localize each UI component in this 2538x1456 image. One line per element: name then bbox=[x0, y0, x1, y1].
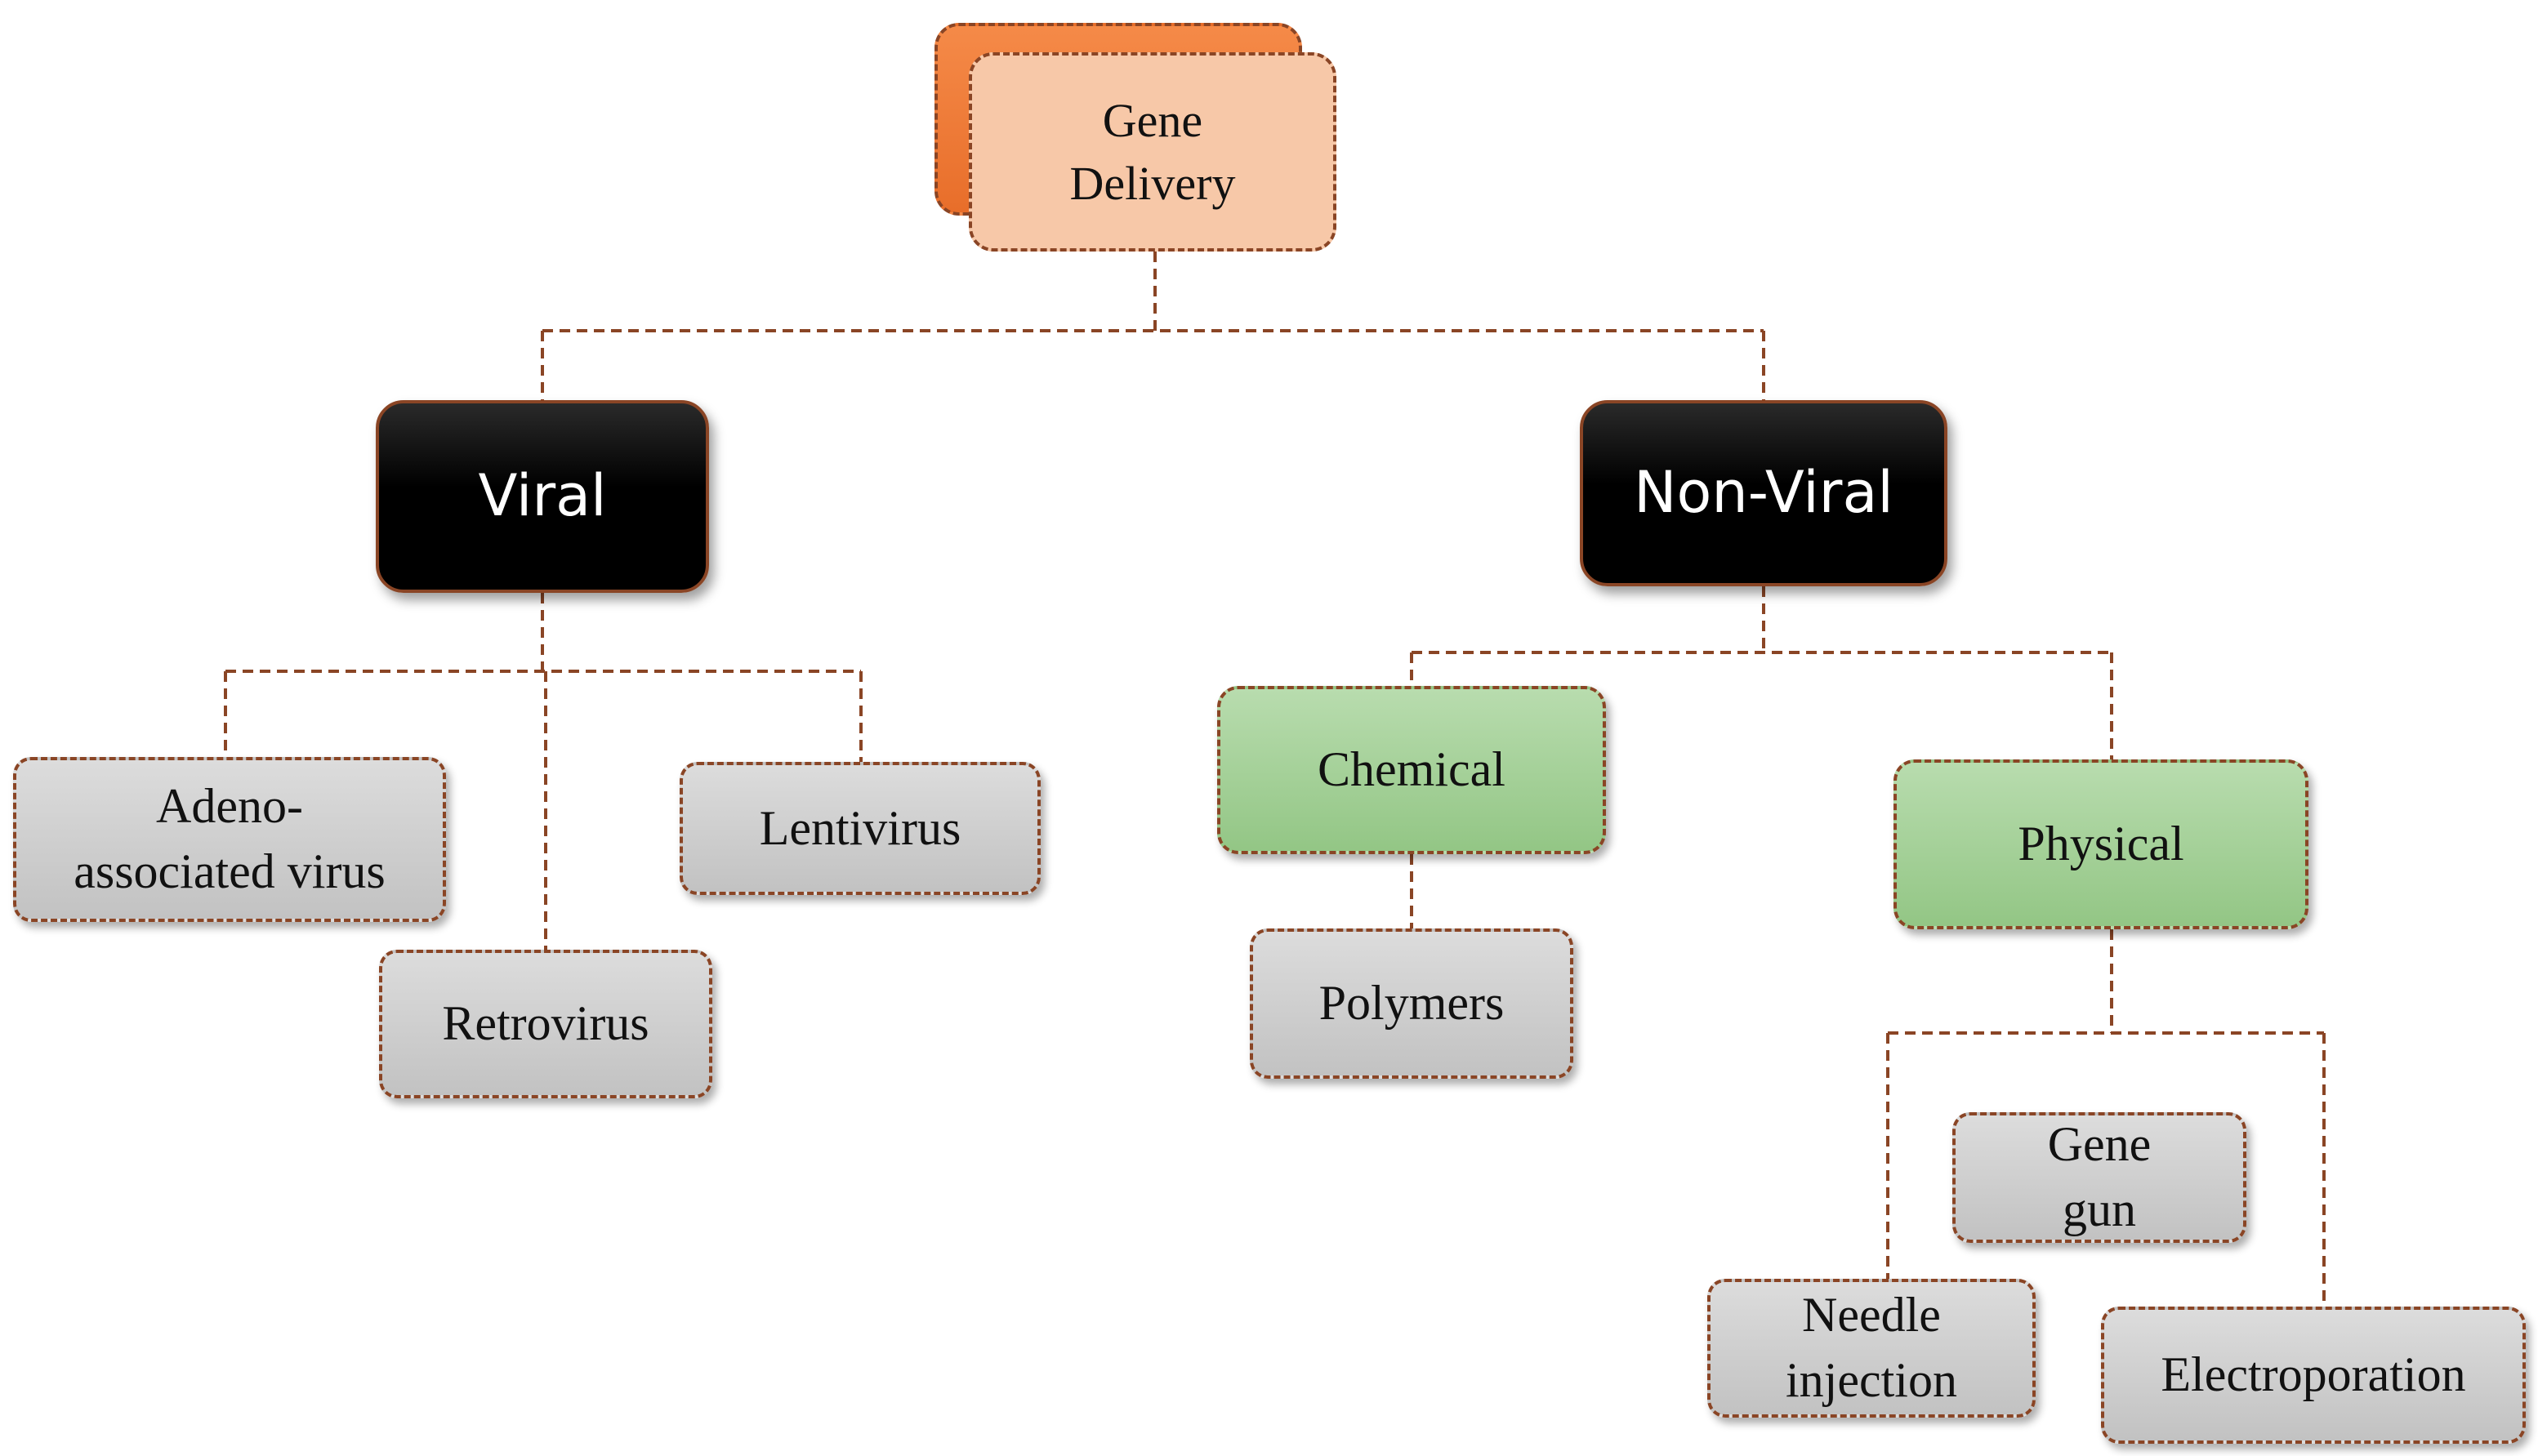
lentivirus-node: Lentivirus bbox=[680, 762, 1041, 895]
adeno-label-line2: associated virus bbox=[74, 844, 386, 898]
needle-injection-label-line2: injection bbox=[1786, 1353, 1957, 1407]
needle-injection-node: Needle injection bbox=[1707, 1279, 2036, 1418]
viral-node: Viral bbox=[376, 400, 709, 593]
gene-delivery-node: Gene Delivery bbox=[969, 52, 1336, 252]
lentivirus-label: Lentivirus bbox=[759, 800, 961, 855]
polymers-node: Polymers bbox=[1250, 928, 1573, 1079]
viral-label: Viral bbox=[478, 462, 607, 530]
non-viral-label: Non-Viral bbox=[1634, 459, 1893, 527]
polymers-label: Polymers bbox=[1318, 976, 1505, 1031]
gene-gun-label-line1: Gene bbox=[2047, 1117, 2152, 1172]
physical-node: Physical bbox=[1893, 759, 2308, 929]
electroporation-node: Electroporation bbox=[2101, 1307, 2526, 1444]
retrovirus-label: Retrovirus bbox=[442, 996, 649, 1051]
physical-label: Physical bbox=[2018, 817, 2184, 871]
chemical-node: Chemical bbox=[1217, 686, 1606, 854]
gene-delivery-label-line1: Gene bbox=[1102, 93, 1203, 147]
retrovirus-node: Retrovirus bbox=[379, 950, 712, 1098]
chemical-label: Chemical bbox=[1318, 742, 1505, 797]
adeno-label-line1: Adeno- bbox=[156, 779, 303, 834]
gene-gun-label-line2: gun bbox=[2063, 1182, 2136, 1236]
needle-injection-label-line1: Needle bbox=[1802, 1288, 1941, 1342]
gene-delivery-label-line2: Delivery bbox=[1069, 157, 1236, 210]
gene-gun-node: Gene gun bbox=[1952, 1112, 2246, 1243]
adeno-associated-virus-node: Adeno- associated virus bbox=[13, 757, 446, 922]
non-viral-node: Non-Viral bbox=[1580, 400, 1947, 586]
electroporation-label: Electroporation bbox=[2161, 1347, 2466, 1402]
